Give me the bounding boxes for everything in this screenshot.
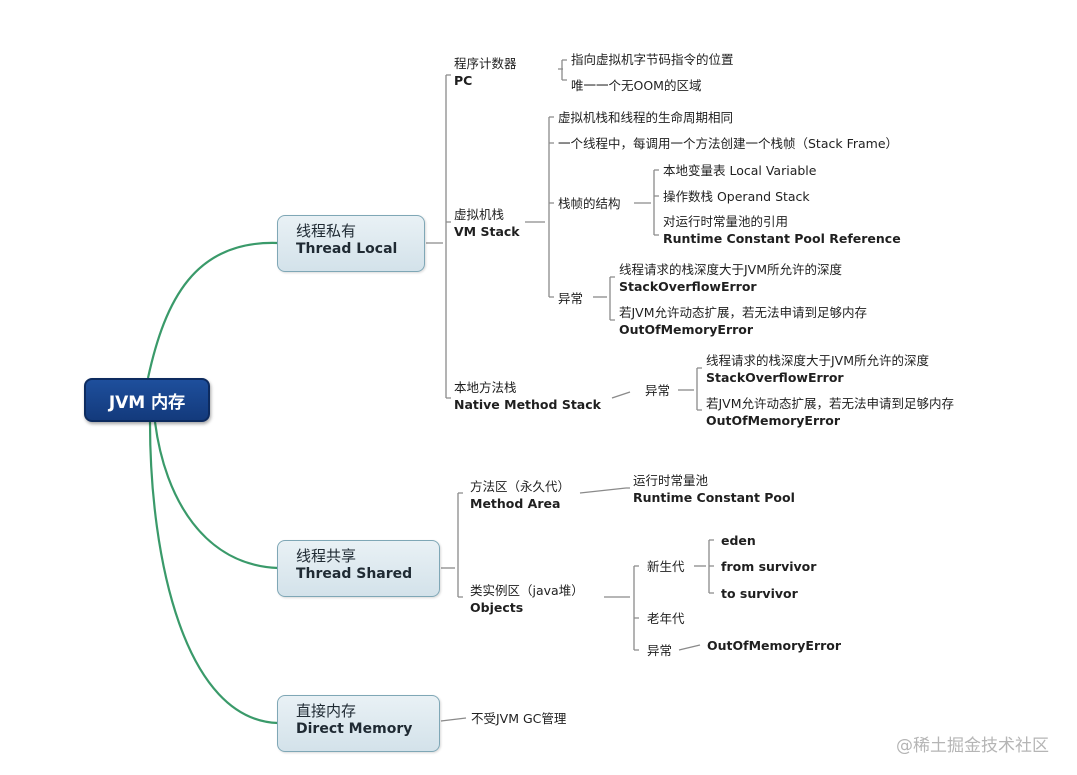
node-vm-stack[interactable]: 虚拟机栈 VM Stack	[454, 206, 520, 240]
node-native-method-stack[interactable]: 本地方法栈 Native Method Stack	[454, 379, 601, 413]
heap-oom: OutOfMemoryError	[707, 638, 842, 653]
node-cn: 虚拟机栈	[454, 207, 505, 222]
watermark: @稀土掘金技术社区	[896, 736, 1049, 756]
node-en: Runtime Constant Pool	[633, 490, 795, 505]
node-cn: 若JVM允许动态扩展，若无法申请到足够内存	[619, 305, 868, 320]
node-heap-exception[interactable]: 异常	[647, 643, 673, 658]
node-cn: 线程请求的栈深度大于JVM所允许的深度	[706, 353, 930, 368]
node-en: PC	[454, 73, 473, 88]
branch-en-label: Thread Local	[296, 241, 398, 257]
node-frame-structure[interactable]: 栈帧的结构	[558, 196, 621, 211]
node-en: OutOfMemoryError	[619, 322, 754, 337]
vm-stack-oom: 若JVM允许动态扩展，若无法申请到足够内存 OutOfMemoryError	[619, 304, 867, 338]
node-old-generation[interactable]: 老年代	[647, 611, 685, 626]
node-cn: 本地方法栈	[454, 380, 517, 395]
node-cn: 若JVM允许动态扩展，若无法申请到足够内存	[706, 396, 955, 411]
node-en: StackOverflowError	[706, 370, 844, 385]
native-stackoverflow: 线程请求的栈深度大于JVM所允许的深度 StackOverflowError	[706, 352, 929, 386]
root-node-jvm-memory[interactable]: JVM 内存	[84, 378, 210, 422]
branch-cn-label: 线程共享	[296, 547, 357, 565]
vm-stack-lifecycle: 虚拟机栈和线程的生命周期相同	[558, 110, 734, 125]
node-en: Runtime Constant Pool Reference	[663, 231, 901, 246]
node-young-generation[interactable]: 新生代	[647, 559, 685, 574]
method-area-runtime-constant-pool: 运行时常量池 Runtime Constant Pool	[633, 472, 795, 506]
node-vm-stack-exception[interactable]: 异常	[558, 291, 584, 306]
link-root-thread-shared	[153, 421, 279, 570]
branch-cn-label: 线程私有	[296, 222, 357, 240]
node-en: Method Area	[470, 496, 561, 511]
branch-en-label: Thread Shared	[296, 566, 413, 582]
node-en: StackOverflowError	[619, 279, 757, 294]
node-en: Objects	[470, 600, 524, 615]
branch-cn-label: 直接内存	[296, 702, 357, 720]
pc-item-bytecode-position: 指向虚拟机字节码指令的位置	[571, 52, 734, 67]
frame-runtime-constant-pool-ref: 对运行时常量池的引用 Runtime Constant Pool Referen…	[663, 213, 901, 247]
branch-thread-shared[interactable]: 线程共享 Thread Shared	[277, 540, 440, 597]
node-cn: 线程请求的栈深度大于JVM所允许的深度	[619, 262, 843, 277]
node-cn: 运行时常量池	[633, 473, 709, 488]
native-oom: 若JVM允许动态扩展，若无法申请到足够内存 OutOfMemoryError	[706, 395, 954, 429]
link-root-thread-local	[146, 241, 279, 379]
node-objects-heap[interactable]: 类实例区（java堆） Objects	[470, 582, 584, 616]
pc-item-no-oom: 唯一一个无OOM的区域	[571, 78, 702, 93]
branch-en-label: Direct Memory	[296, 721, 413, 737]
root-label: JVM 内存	[108, 392, 186, 413]
node-en: Native Method Stack	[454, 397, 601, 412]
node-pc[interactable]: 程序计数器 PC	[454, 55, 517, 89]
young-eden: eden	[721, 533, 756, 548]
young-from-survivor: from survivor	[721, 559, 817, 574]
link-root-direct-memory	[148, 421, 279, 725]
node-cn: 程序计数器	[454, 56, 517, 71]
node-cn: 对运行时常量池的引用	[663, 214, 789, 229]
node-native-exception[interactable]: 异常	[645, 383, 671, 398]
node-en: OutOfMemoryError	[706, 413, 841, 428]
direct-memory-note: 不受JVM GC管理	[471, 711, 567, 726]
node-method-area[interactable]: 方法区（永久代） Method Area	[470, 478, 570, 512]
frame-operand-stack: 操作数栈 Operand Stack	[663, 189, 810, 204]
branch-thread-local[interactable]: 线程私有 Thread Local	[277, 215, 425, 272]
node-en: VM Stack	[454, 224, 520, 239]
vm-stack-stackoverflow: 线程请求的栈深度大于JVM所允许的深度 StackOverflowError	[619, 261, 842, 295]
branch-direct-memory[interactable]: 直接内存 Direct Memory	[277, 695, 440, 752]
vm-stack-frame-per-call: 一个线程中，每调用一个方法创建一个栈帧（Stack Frame）	[558, 136, 899, 151]
node-cn: 类实例区（java堆）	[470, 583, 584, 598]
frame-local-variable: 本地变量表 Local Variable	[663, 163, 817, 178]
young-to-survivor: to survivor	[721, 586, 798, 601]
node-cn: 方法区（永久代）	[470, 479, 571, 494]
